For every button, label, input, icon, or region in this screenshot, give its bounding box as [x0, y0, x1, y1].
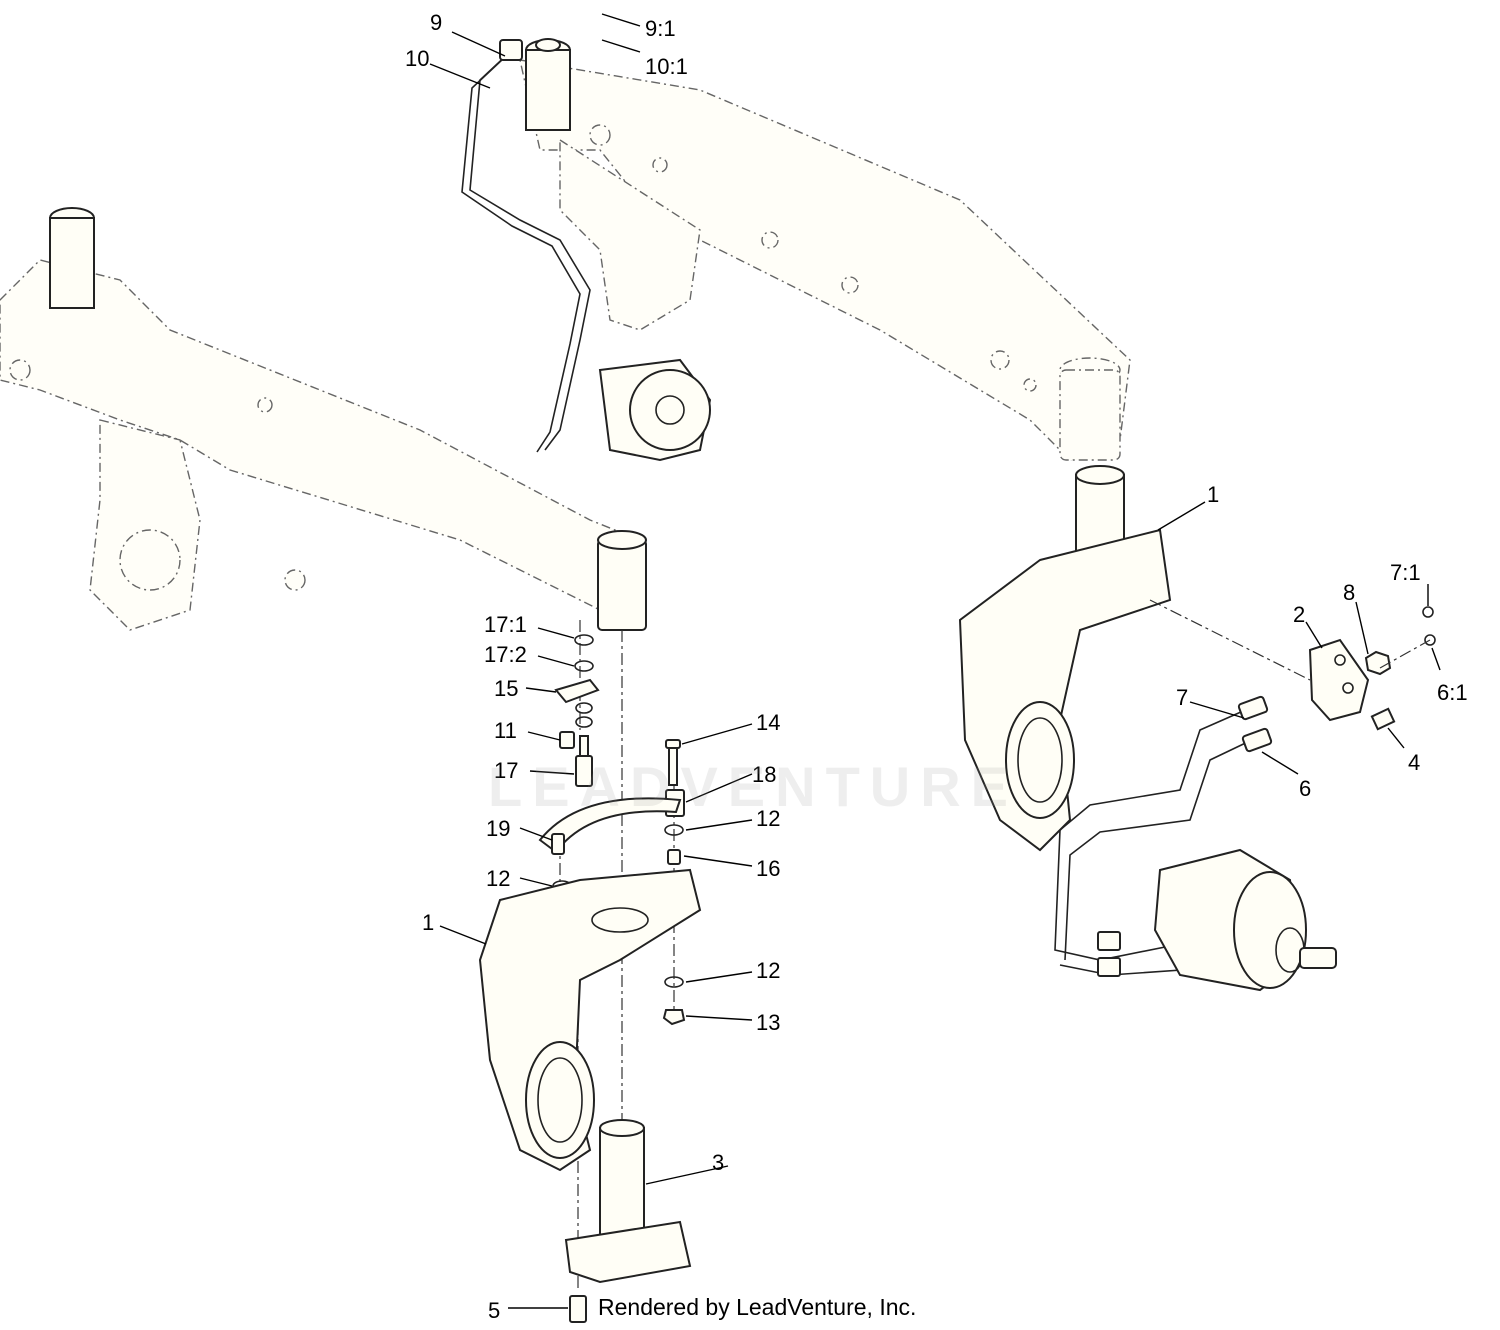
callout-17: 17	[494, 758, 518, 783]
stop-bracket-15	[554, 678, 600, 704]
callout-15: 15	[494, 676, 518, 701]
hex-nut	[1364, 650, 1392, 676]
o-rings-right	[1422, 606, 1436, 646]
callout-2: 2	[1293, 602, 1305, 627]
upper-pivot-post	[525, 38, 571, 131]
front-pivot-post	[49, 207, 95, 309]
callout-10-1: 10:1	[645, 54, 688, 79]
right-steering-knuckle	[958, 528, 1172, 852]
callout-19: 19	[486, 816, 510, 841]
callout-10: 10	[405, 46, 429, 71]
callout-12-b: 12	[486, 866, 510, 891]
lock-plate-bolt	[1370, 707, 1396, 731]
left-steering-knuckle	[478, 868, 702, 1172]
callout-12-c: 12	[756, 958, 780, 983]
callout-13: 13	[756, 1010, 780, 1035]
callout-labels: 9 10 9:1 10:1 1 2 8 7:1 6:1 7 4 6 17:1 1…	[405, 10, 1468, 1323]
callout-1-left: 1	[422, 910, 434, 935]
axle-pivot-boss	[597, 530, 647, 631]
callout-9: 9	[430, 10, 442, 35]
nut-13	[662, 1009, 686, 1026]
callout-11: 11	[494, 718, 517, 743]
callout-17-1: 17:1	[484, 612, 527, 637]
callout-9-1: 9:1	[645, 16, 676, 41]
right-hydraulic-lines	[1054, 695, 1273, 977]
shield-19	[538, 797, 682, 855]
callout-7-1: 7:1	[1390, 560, 1421, 585]
front-axle-frame	[0, 259, 643, 631]
callout-6-1: 6:1	[1437, 680, 1468, 705]
upper-hydraulic-lines	[461, 39, 591, 453]
callout-1-right: 1	[1207, 482, 1219, 507]
callout-8: 8	[1343, 580, 1355, 605]
callout-14: 14	[756, 710, 780, 735]
spindle-hub-3	[564, 1119, 692, 1284]
leader-lines	[429, 13, 1441, 1309]
callout-5: 5	[488, 1298, 500, 1323]
callout-12-a: 12	[756, 806, 780, 831]
callout-4: 4	[1408, 750, 1420, 775]
bolt-5	[569, 1295, 587, 1323]
lock-plate	[1308, 638, 1370, 722]
upper-wheel-motor	[598, 358, 712, 462]
rear-axle-frame	[519, 59, 1131, 461]
right-wheel-motor	[1153, 848, 1337, 992]
footer-credit: Rendered by LeadVenture, Inc.	[598, 1294, 917, 1320]
watermark: LEADVENTURE	[488, 755, 1019, 818]
callout-7: 7	[1176, 685, 1188, 710]
callout-18: 18	[752, 762, 776, 787]
callout-16: 16	[756, 856, 780, 881]
bolt-14	[665, 739, 681, 786]
bushing-17	[575, 735, 593, 787]
callout-6: 6	[1299, 776, 1311, 801]
bolt-11	[559, 731, 575, 749]
washers-17	[574, 634, 594, 728]
callout-3: 3	[712, 1150, 724, 1175]
pin-16	[667, 849, 681, 865]
callout-17-2: 17:2	[484, 642, 527, 667]
